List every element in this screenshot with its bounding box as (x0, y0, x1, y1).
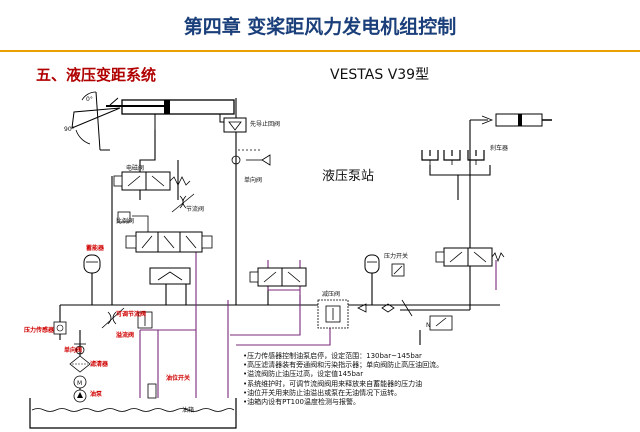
overflow-label: 溢流阀 (116, 331, 134, 339)
brake-calipers (421, 150, 485, 165)
check-valve (231, 154, 271, 166)
relief-valve (317, 299, 349, 329)
pressure-switch-label: 压力开关 (384, 252, 408, 260)
proportional-valve (117, 211, 213, 253)
blade-icon (71, 91, 121, 151)
section-heading: 五、液压变距系统 (36, 66, 157, 84)
note-item: •压力传感器控制油泵启停，设定范围：130bar~145bar (243, 352, 422, 360)
filter (69, 355, 91, 373)
pressure-sensor-label: 压力传感器 (24, 326, 55, 334)
valve-block-lower (149, 267, 191, 285)
level-switch (147, 383, 157, 399)
turbine-model: VESTAS V39型 (330, 67, 430, 83)
pitch-cylinder (106, 99, 236, 130)
solenoid-label: 电磁阀 (126, 164, 144, 172)
note-item: •溢流阀防止油压过高，设定值145bar (243, 370, 364, 379)
level-switch-label: 油位开关 (166, 374, 190, 382)
oil-tank (29, 398, 237, 429)
page-title: 第四章 变桨距风力发电机组控制 (183, 16, 457, 38)
pump-label: 油泵 (90, 390, 103, 398)
throttle-label: 节流阀 (186, 205, 204, 213)
pressure-switch (391, 263, 405, 277)
brake-cylinder (481, 113, 552, 127)
notes-list: •压力传感器控制油泵启停，设定范围：130bar~145bar •高压滤清器装有… (243, 352, 483, 407)
pump-motor (73, 375, 87, 403)
solenoid-valve (113, 171, 191, 191)
check-valve-label: 单向阀 (244, 176, 262, 184)
filter-label: 滤清器 (90, 360, 109, 368)
relief-label: 减压阀 (322, 290, 340, 298)
station-directional-valve (249, 267, 307, 287)
accumulator-right (364, 254, 380, 274)
note-item: •油箱内设有PT100温度检测与报警。 (243, 398, 360, 407)
proportional-label: 比例阀 (116, 217, 134, 225)
angle-ninety: 90° (64, 126, 75, 133)
adjustable-throttle-label: 可调节流阀 (116, 310, 146, 318)
pilot-check-valve (223, 117, 262, 151)
accumulator-label: 蓄能器 (86, 244, 105, 252)
check-valve-2-label: 单向阀 (64, 346, 82, 354)
overflow-valve (137, 311, 153, 329)
pilot-check-label: 先导止回阀 (250, 120, 280, 128)
motor-label: M (77, 380, 82, 387)
pump-station-label: 液压泵站 (322, 169, 375, 184)
throttle-valve (171, 193, 195, 213)
line-check-valves (357, 299, 413, 317)
right-directional-valve (435, 247, 505, 267)
note-item: •高压滤清器装有旁通阀和污染指示器；单向阀防止高压油回流。 (243, 361, 444, 370)
check-valve-lower (74, 343, 86, 355)
pressure-sensor (53, 321, 67, 335)
tank-label: 油箱 (182, 406, 194, 414)
angle-zero: 0° (86, 96, 93, 103)
n-valve (429, 315, 453, 331)
title-rule (0, 50, 640, 52)
accumulator (83, 254, 101, 274)
note-item: •油位开关用来防止油溢出或泵在无油情况下运转。 (243, 388, 402, 397)
adjustable-throttle (101, 307, 125, 329)
note-item: •系统维护时，可调节流阀阀用来释放来自蓄能器的压力油 (243, 379, 423, 388)
n-mark: N (426, 322, 431, 329)
brake-caliper-label: 刹车器 (490, 144, 508, 152)
